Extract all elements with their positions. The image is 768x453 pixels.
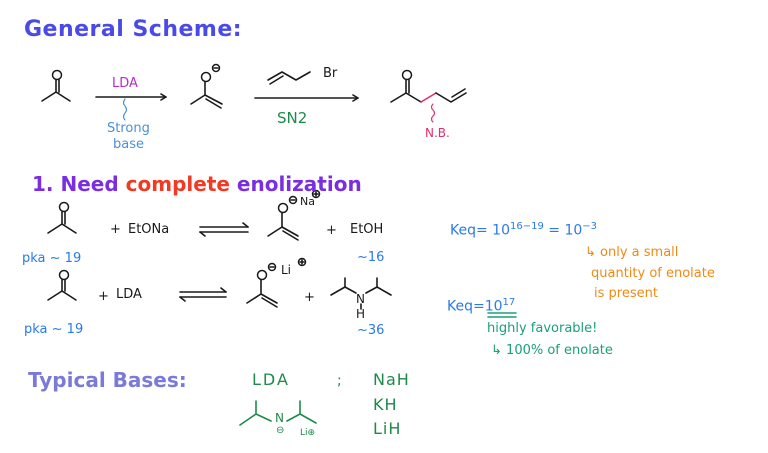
hook-arrow-icon: ↳ [585, 245, 596, 260]
keq1-exponent: 16−19 [510, 221, 544, 232]
keq2-expression: Keq=1017 [447, 298, 515, 314]
acetone-structure-2 [47, 201, 77, 234]
amine-h-label: H [356, 307, 366, 321]
keq2-note-line1: highly favorable! [487, 321, 598, 336]
bromide-label: Br [323, 66, 338, 81]
lda-reagent-label: LDA [112, 76, 138, 91]
separator: ; [337, 373, 342, 389]
plus-sign-3: + [98, 289, 109, 304]
keq1-exponent2: −3 [582, 221, 598, 232]
keq2-note-line2: ↳ 100% of enolate [491, 343, 613, 358]
pka-ketone-label-2: pka ~ 19 [24, 322, 84, 337]
section1-heading: 1. Need complete enolization [32, 174, 362, 194]
sodium-enolate-structure [267, 189, 321, 241]
reaction-arrow-2 [254, 94, 359, 102]
etoh-label: EtOH [350, 222, 384, 237]
base-label: base [113, 137, 144, 152]
keq1-note-line2: quantity of enolate [591, 266, 715, 281]
lda-li-label: Li⊕ [300, 428, 316, 438]
keq2-base: 10 [484, 298, 503, 315]
keq1-note-line3: is present [594, 286, 658, 301]
reaction-arrow-1 [95, 93, 167, 121]
heading-complete: complete [125, 172, 230, 196]
pka-ketone-label-1: pka ~ 19 [22, 251, 82, 266]
keq1-base: 10 [492, 222, 510, 239]
enolate-structure-1 [190, 63, 223, 109]
keq1-eq2: = [548, 222, 561, 239]
typical-base-lih: LiH [373, 419, 402, 438]
typical-base-nah: NaH [373, 370, 410, 389]
keq1-prefix: Keq [450, 222, 476, 239]
keq1-eq: = [475, 222, 488, 239]
keq2-prefix: Keq [447, 298, 473, 315]
new-bond-label: N.B. [425, 126, 450, 140]
acetone-structure-1 [41, 69, 71, 102]
equilibrium-arrow-1 [199, 222, 249, 237]
amine-n-label: N [356, 292, 365, 306]
lda-structure [239, 400, 317, 426]
pka-amine-label: ~36 [357, 323, 385, 338]
heading-enolization: enolization [236, 172, 362, 196]
equilibrium-arrow-2 [179, 287, 227, 302]
typical-bases-title: Typical Bases: [28, 368, 187, 392]
keq1-base2: 10 [564, 222, 583, 239]
lda-n-label: N [275, 411, 284, 425]
keq2-eq: = [472, 298, 485, 315]
heading-need: Need [60, 172, 119, 196]
li-cation-label: Li [281, 263, 292, 277]
lithium-enolate-structure [246, 257, 307, 308]
heading-number: 1. [32, 172, 54, 196]
pka-ethanol-label: ~16 [357, 250, 385, 265]
allyl-bromide-structure [267, 71, 311, 85]
plus-sign-1: + [110, 222, 121, 237]
diisopropylamine-structure [330, 277, 392, 310]
lda-n-charge: ⊖ [276, 425, 285, 436]
sn2-label: SN2 [277, 109, 308, 127]
plus-sign-4: + [304, 290, 315, 305]
alkylated-ketone-structure [390, 69, 467, 123]
keq2-exponent: 17 [502, 297, 516, 308]
typical-base-lda: LDA [252, 370, 290, 389]
strong-label: Strong [107, 121, 150, 136]
hook-arrow-icon: ↳ [491, 343, 502, 358]
plus-sign-2: + [326, 223, 337, 238]
acetone-structure-3 [47, 269, 77, 301]
general-scheme-title: General Scheme: [24, 17, 243, 42]
typical-base-kh: KH [373, 395, 398, 414]
na-cation-label: Na [300, 195, 315, 208]
keq1-note-line1: ↳ only a small [585, 245, 679, 260]
etona-label: EtONa [128, 222, 170, 237]
keq1-expression: Keq= 1016−19 = 10−3 [450, 222, 597, 238]
lda-label: LDA [116, 287, 142, 302]
